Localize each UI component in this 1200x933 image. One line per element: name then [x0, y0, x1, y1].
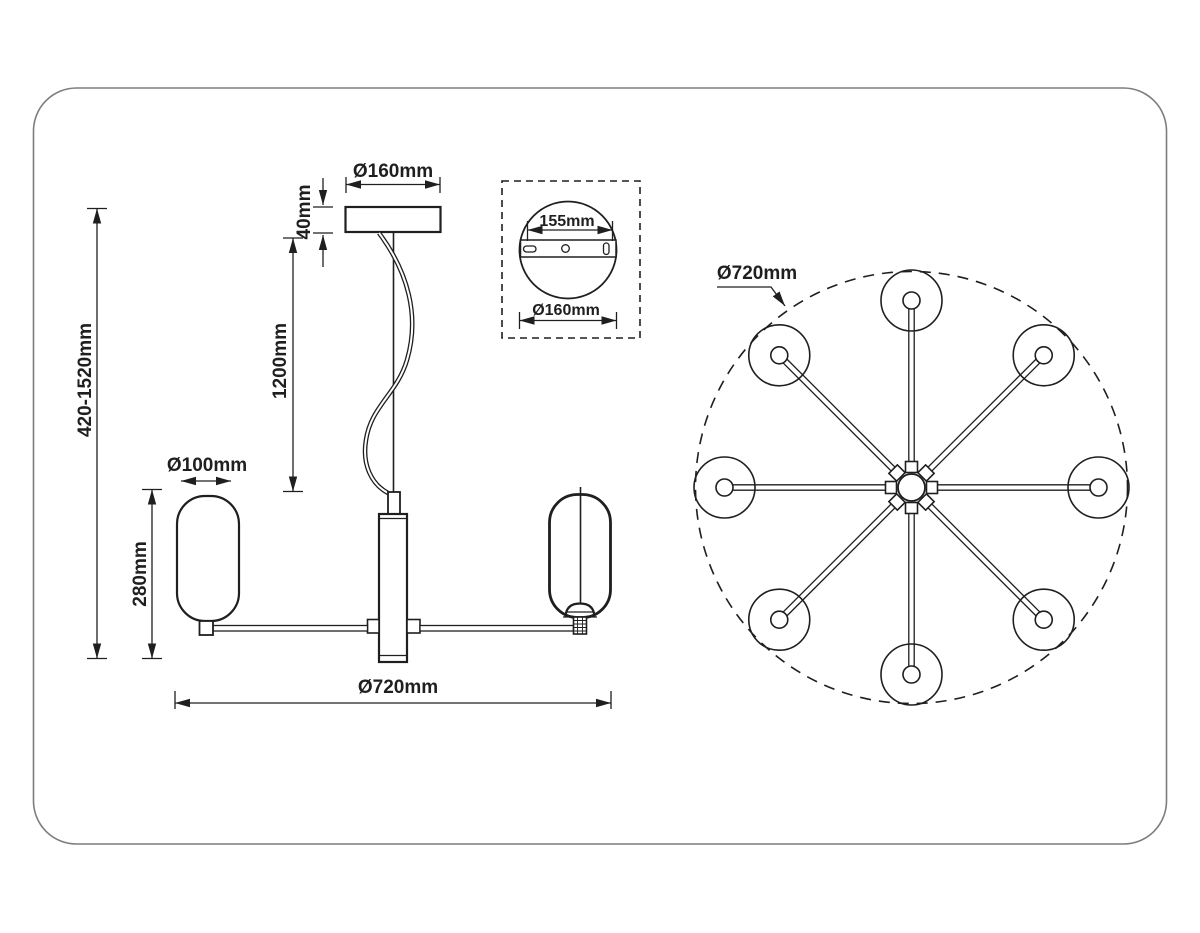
arm-connector: [916, 463, 936, 483]
dim-shade-diameter: Ø100mm: [167, 455, 247, 486]
shade-top-outline: [880, 269, 943, 332]
leader-arrow: [717, 286, 786, 307]
bulb-top-outline: [769, 345, 789, 365]
right-shade-section: [548, 487, 612, 635]
canopy-height-label: 40mm: [294, 185, 315, 240]
bulb-top-outline: [1034, 345, 1054, 365]
bracket-slot-right: [602, 242, 610, 256]
shade-top-outline: [880, 643, 943, 706]
arm-hub-right: [406, 618, 421, 634]
dim-bracket-width: 155mm: [526, 213, 614, 241]
arm-line: [931, 362, 1041, 472]
arm-line: [786, 358, 896, 468]
bulb-top-outline: [902, 665, 921, 684]
dim-canopy-diameter: Ø160mm: [345, 161, 441, 193]
left-arm: [212, 624, 369, 632]
arm-line: [931, 503, 1041, 613]
top-span-diameter-label: Ø720mm: [717, 263, 797, 284]
bulb-top-outline: [715, 478, 734, 497]
threaded-socket: [572, 616, 588, 635]
dim-ticks: [313, 206, 333, 234]
bulb-dome: [564, 602, 596, 618]
power-cable: [362, 231, 415, 496]
arm-connector: [887, 463, 907, 483]
bulb-top-outline: [1089, 478, 1108, 497]
shade-top-outline: [1012, 588, 1076, 652]
stem-nipple: [387, 491, 401, 515]
arm-connector: [887, 492, 907, 512]
shade-glass: [175, 494, 241, 623]
overall-height-label: 420-1520mm: [75, 323, 96, 437]
shade-diameter-label: Ø100mm: [167, 455, 247, 476]
envelope-dashed-circle: [694, 270, 1129, 705]
central-body: [366, 512, 421, 664]
body-cylinder: [377, 512, 409, 664]
right-arm: [419, 624, 575, 632]
mount-plate-detail: 155mm Ø160mm: [501, 180, 641, 339]
cable-inner: [364, 232, 414, 494]
shade-socket: [198, 620, 214, 636]
ceiling-canopy: [344, 205, 442, 234]
shade-top-outline: [1067, 456, 1130, 519]
shade-top-outline: [1012, 323, 1076, 387]
top-view: Ø720mm: [693, 263, 1130, 706]
dim-plate-diameter: Ø160mm: [518, 302, 618, 329]
arm-line: [782, 503, 892, 613]
bulb-top-outline: [1034, 610, 1054, 630]
arm-line: [786, 507, 896, 617]
detail-box: [501, 180, 641, 339]
body-cap-lines: [379, 517, 407, 657]
page-frame: [32, 87, 1168, 845]
bracket-slot-left: [522, 245, 537, 253]
left-shade: [175, 494, 241, 636]
arm-connector: [904, 501, 919, 515]
plate-diameter-label: Ø160mm: [532, 302, 600, 319]
shade-top-outline: [693, 456, 756, 519]
side-view: 420-1520mm 280mm Ø100mm Ø160mm 40mm: [75, 161, 612, 709]
socket-threads: [574, 617, 586, 634]
dim-span-diameter: Ø720mm: [174, 677, 612, 709]
arm-line: [927, 507, 1037, 617]
shade-height-label: 280mm: [130, 541, 151, 607]
dim-shade-height: 280mm: [130, 488, 162, 660]
arm-connector: [884, 480, 898, 495]
arm-line: [927, 358, 1037, 468]
arm-connector: [916, 492, 936, 512]
bulb-top-outline: [769, 610, 789, 630]
suspension-length-label: 1200mm: [270, 323, 291, 399]
dim-canopy-height: 40mm: [294, 178, 333, 267]
canopy-diameter-label: Ø160mm: [353, 161, 433, 182]
arm-connector: [925, 480, 939, 495]
bulb-top-outline: [902, 291, 921, 310]
span-diameter-label: Ø720mm: [358, 677, 438, 698]
top-view-label: Ø720mm: [717, 263, 797, 307]
bracket-width-label: 155mm: [539, 213, 594, 230]
mount-bracket: [519, 239, 617, 258]
arm-connector: [904, 460, 919, 474]
dim-suspension-length: 1200mm: [270, 237, 303, 493]
arm-line: [782, 362, 892, 472]
shade-top-outline: [747, 588, 811, 652]
center-hub: [897, 473, 926, 502]
shade-top-outline: [747, 323, 811, 387]
bracket-center-hole: [561, 244, 570, 253]
dim-overall-height: 420-1520mm: [75, 207, 107, 660]
arm-hub-left: [366, 618, 380, 634]
top-view-arms: [693, 269, 1130, 706]
socket-body: [572, 616, 588, 635]
